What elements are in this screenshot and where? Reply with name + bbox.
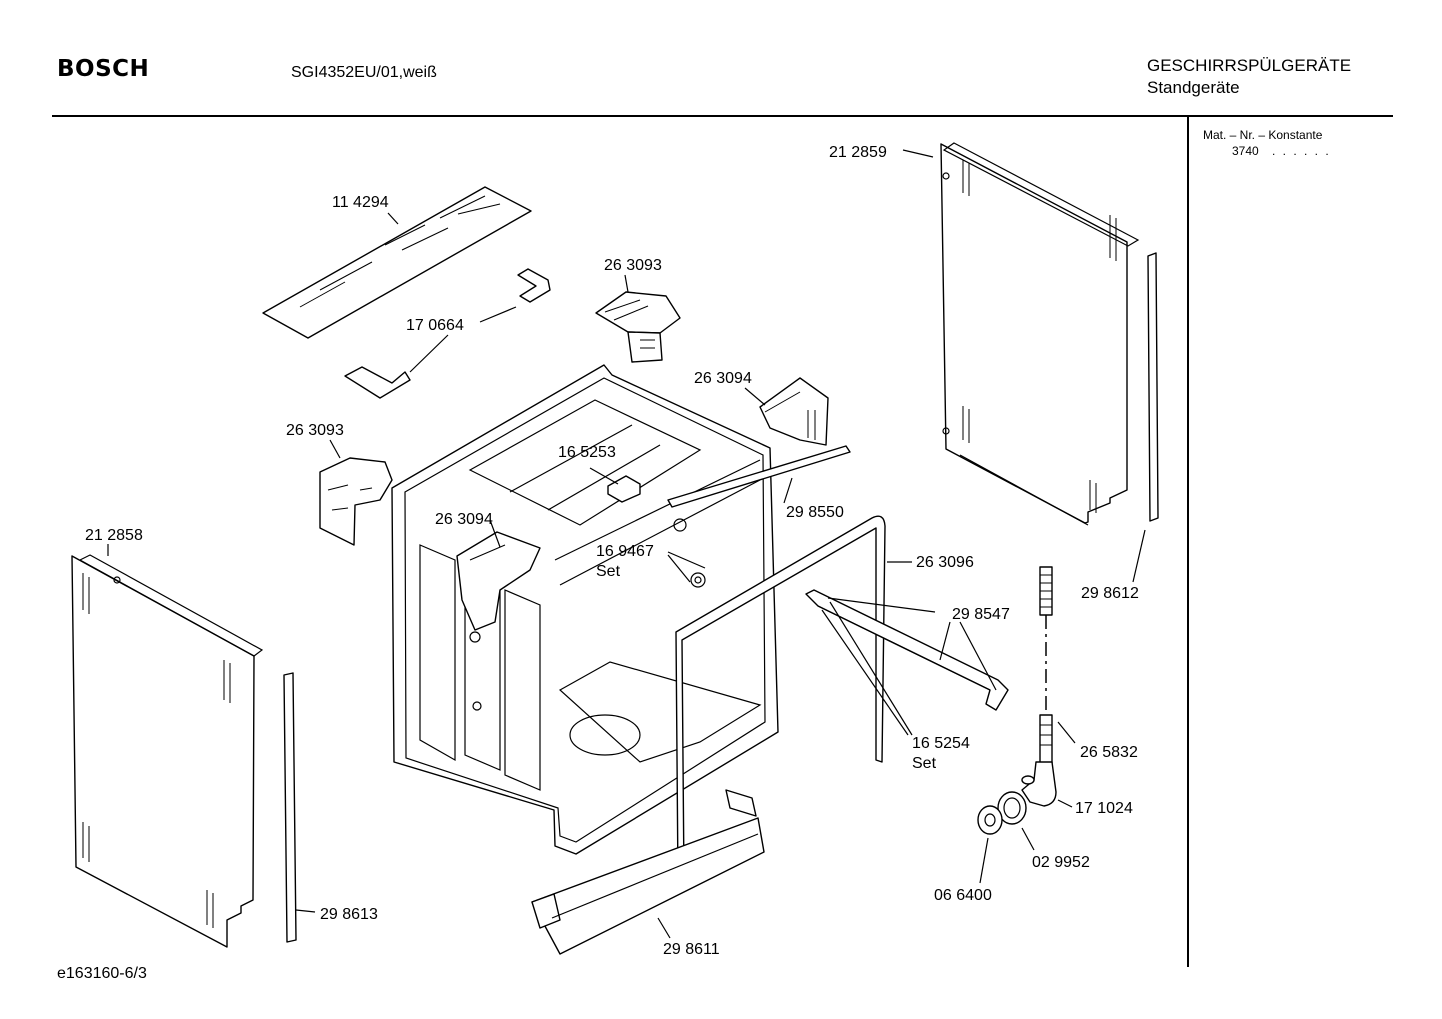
category-title: GESCHIRRSPÜLGERÄTE bbox=[1147, 56, 1352, 75]
part-number-label: 29 8550 bbox=[786, 504, 844, 521]
header-divider bbox=[52, 115, 1393, 117]
top-seal-shape bbox=[667, 445, 851, 508]
part-number-label: 26 3094 bbox=[435, 511, 493, 528]
part-number-label: 16 9467 bbox=[596, 543, 654, 560]
hinge-guard-shape bbox=[759, 377, 829, 446]
insulation-mat-shape bbox=[262, 186, 532, 339]
part-number-label: 26 5832 bbox=[1080, 744, 1138, 761]
trim-strip-right-shape bbox=[1147, 252, 1159, 522]
part-number-label: 21 2859 bbox=[829, 144, 887, 161]
part-number-label: 21 2858 bbox=[85, 527, 143, 544]
part-number-label: 29 8611 bbox=[663, 941, 720, 958]
side-panel-left-shape bbox=[71, 554, 264, 948]
part-number-label: 17 0664 bbox=[406, 317, 464, 334]
part-number-label: 26 3094 bbox=[694, 370, 752, 387]
side-panel-divider bbox=[1187, 117, 1189, 967]
material-number-label: Mat. – Nr. – Konstante bbox=[1203, 128, 1323, 142]
material-number-value: 3740 bbox=[1232, 144, 1259, 158]
side-panel-right-shape bbox=[940, 142, 1140, 526]
part-number-label: 06 6400 bbox=[934, 887, 992, 904]
hinge-cover-shape bbox=[595, 291, 681, 363]
washer-shape bbox=[977, 805, 1003, 835]
part-number-label: 29 8613 bbox=[320, 906, 378, 923]
material-number-dots: . . . . . . bbox=[1272, 144, 1331, 158]
part-number-label: Set bbox=[596, 563, 621, 580]
part-labels: 21 2859 11 4294 26 3093 17 0664 26 3094 26 30… bbox=[85, 144, 1139, 958]
base-plinth-shape bbox=[531, 789, 765, 955]
door-gasket-shape bbox=[675, 515, 886, 883]
part-number-label: 29 8547 bbox=[952, 606, 1010, 623]
model-number: SGI4352EU/01,weiß bbox=[291, 64, 437, 81]
hinge-guard-lower-shape bbox=[456, 531, 541, 631]
document-id: e163160-6/3 bbox=[57, 965, 147, 982]
hinge-cover-left-shape bbox=[319, 457, 393, 546]
category-subtitle: Standgeräte bbox=[1147, 78, 1240, 97]
part-number-label: 26 3093 bbox=[604, 257, 662, 274]
sealing-ring-shape bbox=[997, 791, 1027, 825]
mounting-bracket-shape bbox=[344, 268, 551, 399]
part-number-label: 17 1024 bbox=[1075, 800, 1133, 817]
leader-lines bbox=[107, 149, 1146, 939]
part-number-label: 02 9952 bbox=[1032, 854, 1090, 871]
part-number-label: 26 3093 bbox=[286, 422, 344, 439]
strut-shape bbox=[805, 589, 1009, 711]
part-number-label: 16 5254 bbox=[912, 735, 970, 752]
brand-logo: BOSCH bbox=[57, 56, 150, 82]
part-number-label: 16 5253 bbox=[558, 444, 616, 461]
inlet-hose-shape bbox=[1039, 566, 1053, 764]
part-number-label: 11 4294 bbox=[332, 194, 389, 211]
part-number-label: Set bbox=[912, 755, 937, 772]
trim-strip-left-shape bbox=[283, 672, 297, 943]
part-number-label: 26 3096 bbox=[916, 554, 974, 571]
elbow-connector-shape bbox=[1021, 761, 1057, 807]
part-number-label: 29 8612 bbox=[1081, 585, 1139, 602]
